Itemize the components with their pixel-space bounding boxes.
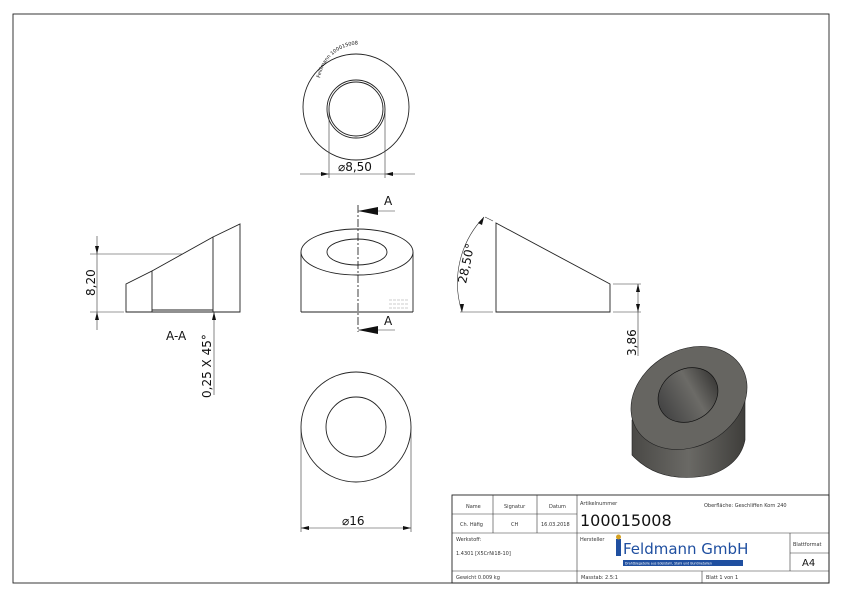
section-view-a-a: 8,20 A-A 0,25 X 45° [84, 223, 241, 398]
weight: Gewicht 0.009 kg [456, 575, 500, 581]
side-view: 28,50° 3,86 [455, 216, 641, 356]
date: 16.03.2018 [541, 522, 570, 528]
name-header: Name [466, 504, 481, 510]
diameter-8-50-label: ⌀8,50 [338, 160, 372, 174]
logo-text: Feldmann GmbH [623, 540, 748, 558]
article-label: Artikelnummer [580, 501, 618, 507]
scale: Masstab: 2.5:1 [581, 575, 618, 581]
format: A4 [802, 558, 815, 569]
sheet-frame [12, 13, 830, 584]
drafter-name: Ch. Häfig [460, 522, 483, 528]
height-3-86-label: 3,86 [625, 329, 639, 356]
diameter-16-label: ⌀16 [342, 514, 365, 528]
height-8-20-label: 8,20 [84, 269, 98, 296]
bottom-view: ⌀16 [300, 371, 412, 532]
section-marker-top: A [384, 194, 393, 208]
isometric-render [630, 346, 748, 478]
surface-finish: Oberfläche: Geschliffen Korn 240 [704, 503, 787, 509]
date-header: Datum [549, 504, 566, 510]
section-marker-bottom: A [384, 314, 393, 328]
angle-label: 28,50° [455, 242, 477, 284]
manufacturer-label: Hersteller [580, 537, 605, 543]
material-label: Werkstoff: [456, 537, 482, 543]
chamfer-label: 0,25 X 45° [200, 334, 214, 398]
front-view: A A [300, 194, 414, 334]
sheet-number: Blatt 1 von 1 [706, 575, 738, 581]
section-title: A-A [166, 329, 187, 343]
article-number: 100015008 [580, 511, 672, 530]
signature-header: Signatur [504, 504, 526, 510]
signature: CH [511, 522, 518, 528]
top-view: Feldmann 100015008 ⌀8,50 [300, 40, 415, 178]
engraving-text: Feldmann 100015008 [316, 40, 358, 78]
feldmann-logo: Feldmann GmbH Drahtbiegeteile aus Edelst… [616, 534, 748, 566]
title-block: Name Signatur Datum Ch. Häfig CH 16.03.2… [451, 494, 830, 584]
format-label: Blattformat [793, 542, 822, 548]
material: 1.4301 [X5CrNi18-10] [456, 551, 511, 557]
logo-tagline: Drahtbiegeteile aus Edelstahl, Stahl und… [625, 562, 712, 566]
